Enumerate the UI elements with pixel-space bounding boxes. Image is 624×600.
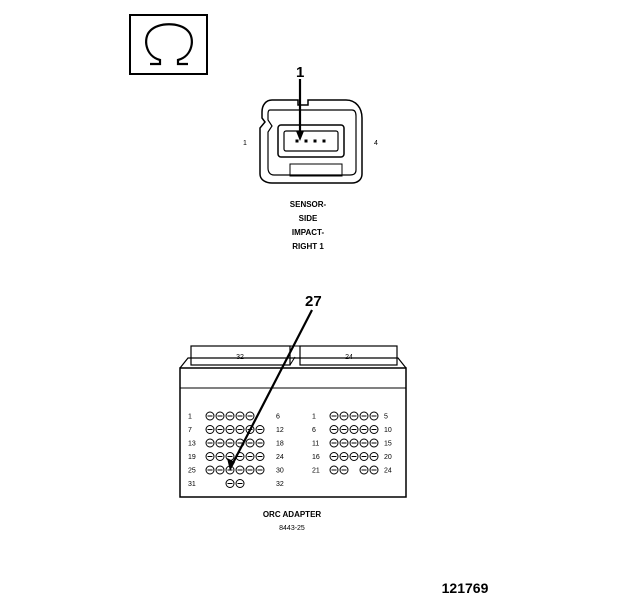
cavity [329, 411, 339, 421]
cavity [369, 465, 379, 475]
cavity [225, 425, 235, 434]
cavity [339, 411, 349, 421]
cavity [205, 438, 215, 448]
cavity [339, 452, 349, 461]
cavity [225, 438, 235, 448]
sensor-pin-left-label: 1 [243, 140, 247, 147]
cavity [339, 465, 349, 475]
cavity-row-start-label: 21 [312, 468, 320, 475]
cavity [245, 438, 255, 448]
cavity-row-end-label: 20 [384, 454, 392, 461]
adapter-left-cavity-grid: 1 6 7 12 13 18 19 24 25 30 31 32 [188, 411, 284, 488]
sensor-label: SENSOR- SIDE IMPACT- RIGHT 1 [290, 200, 327, 251]
cavity [329, 438, 339, 448]
cavity-row-end-label: 30 [276, 468, 284, 475]
cavity [339, 425, 349, 434]
cavity [349, 438, 359, 448]
cavity-row-end-label: 15 [384, 441, 392, 448]
cavity [215, 438, 225, 448]
cavity [225, 411, 235, 421]
cavity [215, 411, 225, 421]
cavity-row-end-label: 18 [276, 441, 284, 448]
cavity-row-start-label: 7 [188, 427, 192, 434]
callout-adapter-arrow [227, 458, 235, 471]
cavity-row-end-label: 32 [276, 481, 284, 488]
cavity-row-end-label: 6 [276, 414, 280, 421]
cavity [225, 479, 235, 488]
cavity [205, 465, 215, 475]
cavity [329, 452, 339, 461]
cavity [369, 425, 379, 434]
cavity-row-start-label: 25 [188, 468, 196, 475]
sensor-pin-right-label: 4 [374, 140, 378, 147]
cavity [235, 425, 245, 434]
cavity-row-end-label: 5 [384, 414, 388, 421]
cavity [245, 465, 255, 475]
cavity [349, 411, 359, 421]
callout-adapter-leader [232, 309, 313, 464]
cavity-row-start-label: 13 [188, 441, 196, 448]
cavity [215, 465, 225, 475]
cavity [245, 452, 255, 461]
sensor-pins [295, 139, 326, 143]
sensor-label-line: RIGHT 1 [292, 242, 324, 251]
callout-sensor-number: 1 [296, 64, 304, 81]
cavity [235, 411, 245, 421]
cavity [255, 425, 265, 434]
cavity [215, 452, 225, 461]
cavity-row-start-label: 19 [188, 454, 196, 461]
callout-sensor-arrow [296, 131, 304, 141]
sensor-connector [259, 99, 363, 184]
cavity [205, 452, 215, 461]
cavity [255, 452, 265, 461]
cavity [349, 425, 359, 434]
sensor-label-line: IMPACT- [292, 228, 325, 237]
sensor-label-line: SIDE [299, 214, 318, 223]
cavity [359, 425, 369, 434]
adapter-part-number: 8443-25 [279, 525, 305, 532]
cavity [215, 425, 225, 434]
cavity [359, 465, 369, 475]
cavity [205, 425, 215, 434]
cavity [349, 452, 359, 461]
cavity [255, 438, 265, 448]
cavity [359, 452, 369, 461]
cavity [245, 425, 255, 434]
adapter-left-header: 32 [236, 354, 244, 361]
cavity [329, 425, 339, 434]
cavity-row-end-label: 10 [384, 427, 392, 434]
cavity [235, 465, 245, 475]
cavity-row-start-label: 31 [188, 481, 196, 488]
sensor-label-line: SENSOR- [290, 200, 327, 209]
cavity [359, 438, 369, 448]
cavity [369, 411, 379, 421]
cavity [369, 438, 379, 448]
cavity-row-end-label: 12 [276, 427, 284, 434]
ohmmeter-symbol-icon [129, 14, 208, 75]
callout-adapter-number: 27 [305, 293, 322, 310]
cavity [245, 411, 255, 421]
cavity [359, 411, 369, 421]
cavity [369, 452, 379, 461]
cavity [329, 465, 339, 475]
cavity-row-start-label: 6 [312, 427, 316, 434]
cavity [205, 411, 215, 421]
orc-adapter-connector [179, 345, 407, 498]
cavity [255, 465, 265, 475]
cavity [339, 438, 349, 448]
figure-number: 121769 [442, 580, 489, 596]
cavity-row-start-label: 16 [312, 454, 320, 461]
cavity-row-end-label: 24 [276, 454, 284, 461]
cavity-row-start-label: 1 [188, 414, 192, 421]
cavity-row-end-label: 24 [384, 468, 392, 475]
cavity-row-start-label: 1 [312, 414, 316, 421]
adapter-label: ORC ADAPTER [263, 510, 322, 519]
adapter-right-header: 24 [345, 354, 353, 361]
cavity [235, 479, 245, 488]
cavity-row-start-label: 11 [312, 441, 319, 448]
